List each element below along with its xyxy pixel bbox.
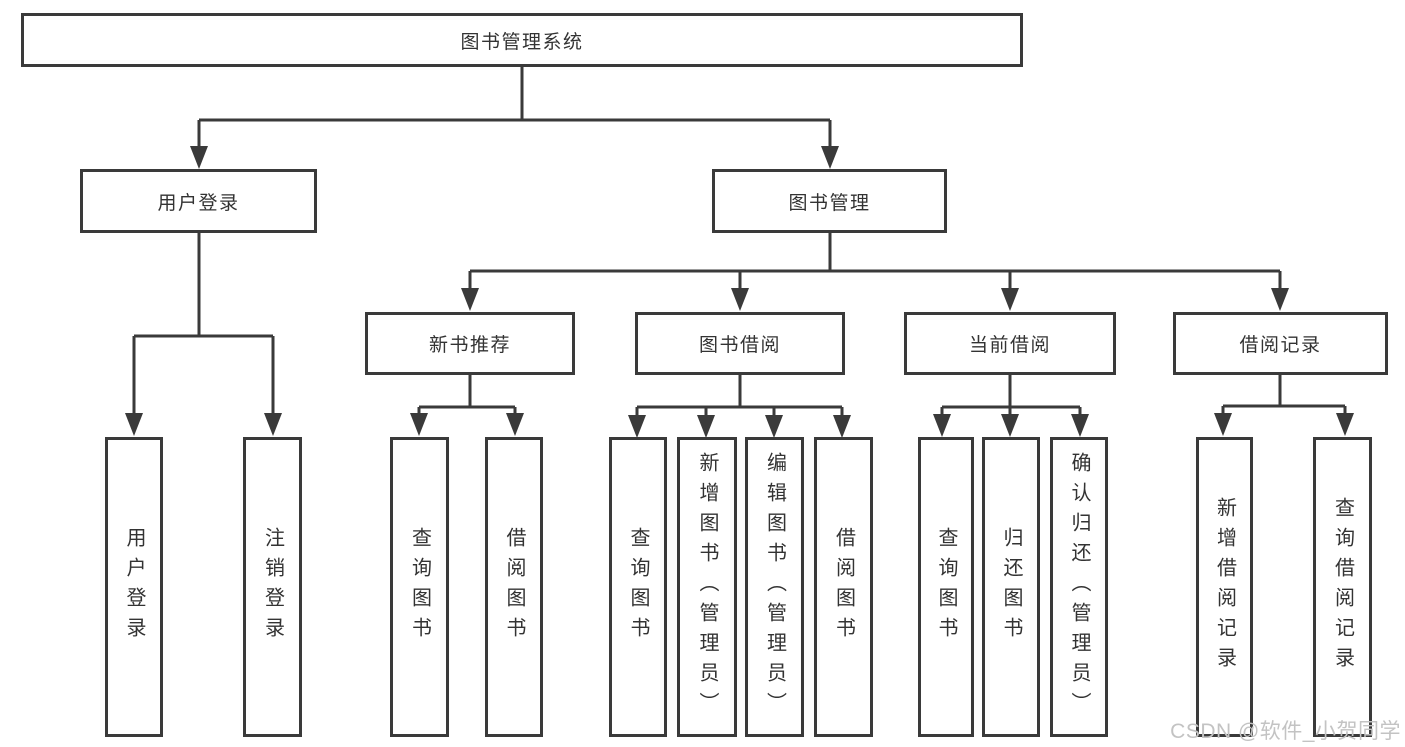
node-book-management: 图书管理 bbox=[712, 169, 947, 233]
arrowhead bbox=[410, 413, 428, 436]
leaf-add-borrow-record: 新增借阅记录 bbox=[1196, 437, 1253, 737]
arrowhead bbox=[1336, 413, 1354, 436]
arrowhead bbox=[1001, 414, 1019, 437]
edges-new-book-subtree bbox=[410, 375, 524, 436]
arrowhead bbox=[190, 146, 208, 169]
node-new-book-recommend: 新书推荐 bbox=[365, 312, 575, 375]
arrowhead bbox=[264, 413, 282, 436]
edges-user-login-subtree bbox=[125, 233, 282, 436]
arrowhead bbox=[821, 146, 839, 169]
edges-book-borrow-subtree bbox=[628, 375, 851, 438]
node-root-library-system: 图书管理系统 bbox=[21, 13, 1023, 67]
arrowhead bbox=[125, 413, 143, 436]
arrowhead bbox=[461, 288, 479, 311]
node-current-borrow: 当前借阅 bbox=[904, 312, 1116, 375]
arrowhead bbox=[1271, 288, 1289, 311]
edges-current-borrow-subtree bbox=[933, 375, 1089, 437]
edges-borrow-records-subtree bbox=[1214, 375, 1354, 436]
arrowhead bbox=[628, 415, 646, 438]
leaf-query-books-recommend: 查询图书 bbox=[390, 437, 449, 737]
leaf-logout: 注销登录 bbox=[243, 437, 302, 737]
leaf-borrow-books-recommend: 借阅图书 bbox=[485, 437, 543, 737]
node-book-borrow: 图书借阅 bbox=[635, 312, 845, 375]
leaf-query-books-current: 查询图书 bbox=[918, 437, 974, 737]
edges-book-management-to-level3 bbox=[461, 233, 1289, 311]
csdn-watermark: CSDN @软件_小贺同学 bbox=[1170, 720, 1401, 743]
node-borrow-records: 借阅记录 bbox=[1173, 312, 1388, 375]
arrowhead bbox=[833, 415, 851, 438]
arrowhead bbox=[1071, 414, 1089, 437]
leaf-user-login: 用户登录 bbox=[105, 437, 163, 737]
leaf-edit-books-admin: 编辑图书（管理员） bbox=[745, 437, 804, 737]
arrowhead bbox=[1214, 413, 1232, 436]
leaf-query-borrow-record: 查询借阅记录 bbox=[1313, 437, 1372, 737]
arrowhead bbox=[765, 415, 783, 438]
arrowhead bbox=[506, 413, 524, 436]
arrowhead bbox=[1001, 288, 1019, 311]
node-user-login: 用户登录 bbox=[80, 169, 317, 233]
leaf-return-books: 归还图书 bbox=[982, 437, 1040, 737]
edges-root-to-level2 bbox=[190, 67, 839, 169]
leaf-borrow-books: 借阅图书 bbox=[814, 437, 873, 737]
arrowhead bbox=[933, 414, 951, 437]
leaf-add-books-admin: 新增图书（管理员） bbox=[677, 437, 737, 737]
leaf-query-books-borrow: 查询图书 bbox=[609, 437, 667, 737]
arrowhead bbox=[697, 415, 715, 438]
leaf-confirm-return-admin: 确认归还（管理员） bbox=[1050, 437, 1108, 737]
arrowhead bbox=[731, 288, 749, 311]
